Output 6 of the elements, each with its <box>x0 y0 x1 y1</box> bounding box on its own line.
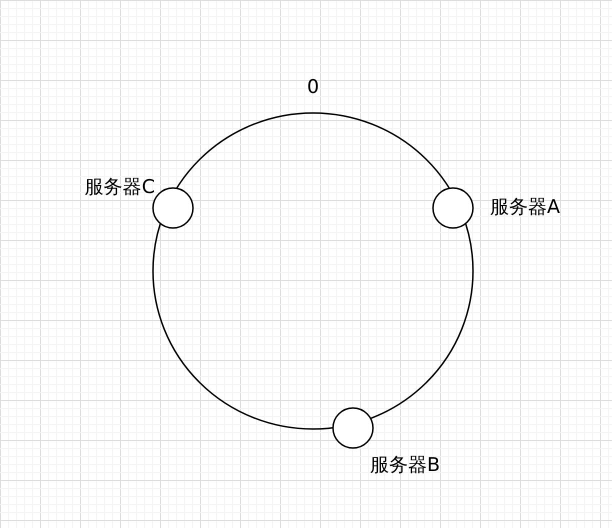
server-label: 服务器A <box>490 198 560 217</box>
position-label: 0 <box>306 78 320 97</box>
server-label: 服务器B <box>370 456 440 475</box>
server-node-circle <box>332 407 374 449</box>
ring-circle <box>152 112 474 430</box>
server-label: 服务器C <box>84 178 155 197</box>
